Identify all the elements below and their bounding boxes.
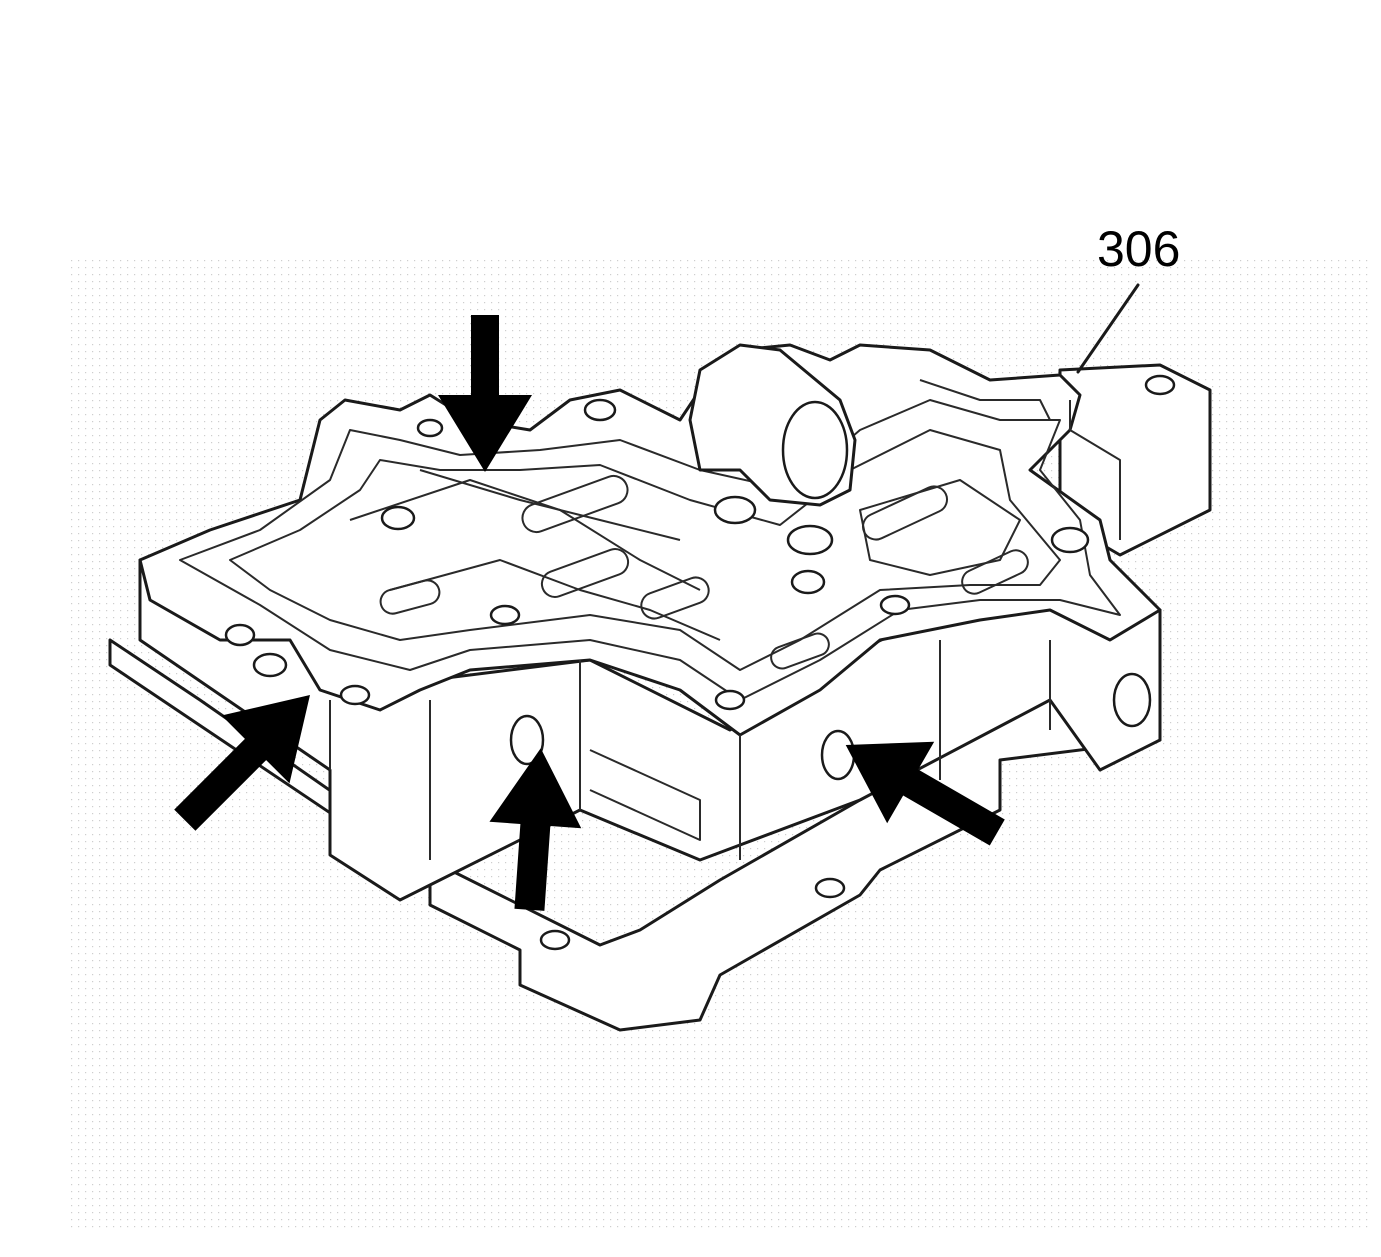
front-bore-2 [820, 729, 856, 781]
front-wall [138, 558, 1162, 902]
bolt-hole [583, 398, 617, 422]
arrow-right [845, 741, 1005, 846]
channel-passage-3 [419, 469, 681, 541]
bolt-hole [790, 569, 826, 595]
slot-7 [770, 632, 830, 670]
bolt-hole [1144, 374, 1176, 396]
bolt-hole [879, 594, 911, 616]
bolt-hole [252, 652, 288, 678]
rib-2 [1069, 400, 1121, 540]
slot-3 [640, 576, 710, 620]
bolt-hole [713, 495, 757, 525]
channel-passage-2 [389, 559, 721, 641]
bolt-hole [416, 418, 444, 438]
channel-outer [179, 399, 1121, 701]
bolt-hole [539, 929, 571, 951]
channel-inner [229, 429, 1061, 671]
side-bore [1112, 672, 1152, 728]
slot-4 [379, 579, 441, 615]
callout-306: 306 [1097, 221, 1181, 277]
bolt-hole [814, 877, 846, 899]
bolt-hole [489, 604, 521, 626]
bolt-hole [380, 505, 416, 531]
bolt-hole [786, 524, 834, 556]
channel-passage-4 [859, 479, 1021, 576]
callout-leader-line [1076, 283, 1140, 374]
bolt-hole [1050, 526, 1090, 554]
slot-5 [961, 549, 1029, 595]
bolt-hole [224, 623, 256, 647]
arrow-left [174, 695, 310, 831]
rib-1 [589, 749, 701, 841]
bottom-flange [108, 638, 1162, 1032]
valve-body [108, 343, 1212, 1032]
bolt-hole [339, 684, 371, 706]
boss-bore [781, 400, 849, 500]
slot-2 [540, 548, 630, 598]
front-bore-1 [509, 714, 545, 766]
slot-1 [521, 474, 629, 534]
bolt-hole [714, 689, 746, 711]
arrow-top [438, 315, 532, 472]
arrow-front [489, 748, 582, 911]
slot-6 [861, 485, 949, 541]
channel-passage-5 [919, 379, 1051, 421]
